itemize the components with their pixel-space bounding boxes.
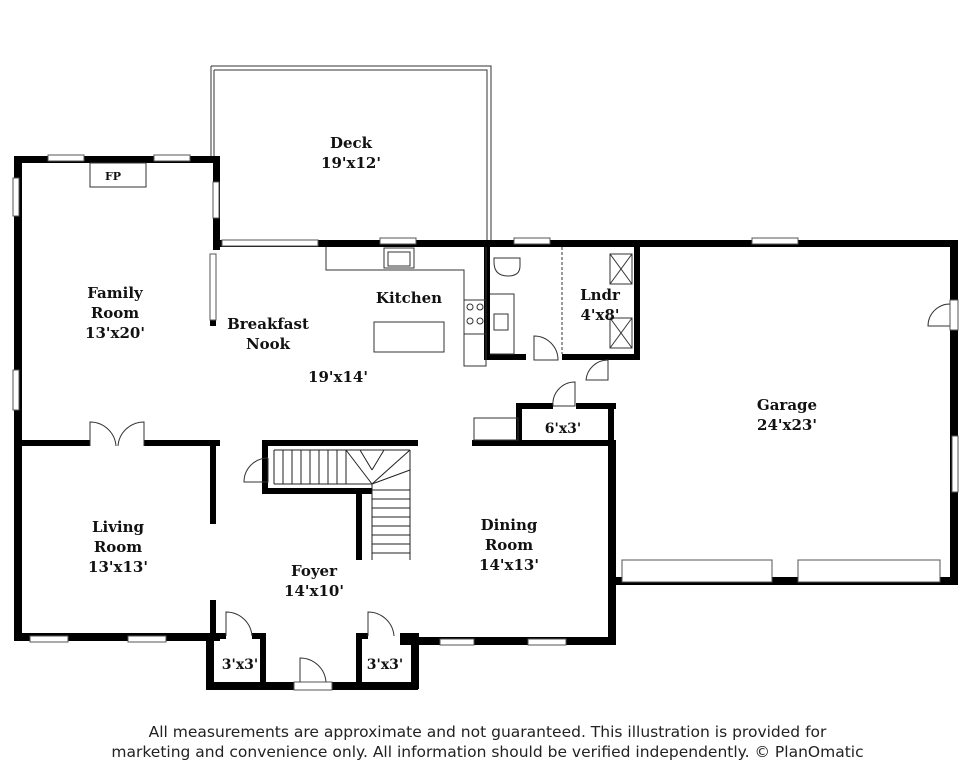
kitchen-name: Kitchen	[376, 289, 442, 307]
dining-room-size: 14'x13'	[479, 556, 539, 574]
family-room-name-1: Family	[87, 284, 144, 302]
left-closet-size: 3'x3'	[222, 657, 258, 673]
living-room-name-2: Room	[94, 538, 142, 556]
laundry-name: Lndr	[580, 286, 621, 304]
stair-tread	[359, 449, 373, 471]
interior-walls	[14, 240, 640, 689]
disclaimer: All measurements are approximate and not…	[0, 722, 975, 762]
laundry-machines	[609, 253, 633, 349]
disclaimer-line-2: marketing and convenience only. All info…	[111, 743, 864, 761]
breakfast-nook-name-2: Nook	[246, 335, 291, 353]
kitchen-counters	[325, 247, 487, 367]
right-closet-size: 3'x3'	[367, 657, 403, 673]
room-labels: Deck 19'x12' FP Family Room 13'x20' Kitc…	[85, 134, 817, 673]
dining-room-name-1: Dining	[481, 516, 538, 534]
garage-size: 24'x23'	[757, 416, 817, 434]
garage-doors	[621, 559, 941, 583]
center-closet-size: 6'x3'	[545, 421, 581, 437]
family-room-size: 13'x20'	[85, 324, 145, 342]
foyer-name: Foyer	[291, 562, 338, 580]
laundry-size: 4'x8'	[580, 306, 619, 324]
stair-tread	[345, 449, 373, 485]
deck-outline	[210, 65, 492, 240]
staircase	[273, 449, 411, 560]
stair-tread	[371, 449, 385, 471]
breakfast-nook-size: 19'x14'	[308, 368, 368, 386]
living-room-name-1: Living	[92, 518, 145, 536]
windows	[12, 154, 959, 646]
dining-room-name-2: Room	[485, 536, 533, 554]
foyer-size: 14'x10'	[284, 582, 344, 600]
fireplace-label: FP	[105, 170, 121, 183]
disclaimer-line-1: All measurements are approximate and not…	[148, 723, 827, 741]
bath-fixtures	[490, 247, 563, 355]
garage-name: Garage	[757, 396, 817, 414]
deck-size: 19'x12'	[321, 154, 381, 172]
fireplace-box	[89, 162, 147, 188]
family-room-name-2: Room	[91, 304, 139, 322]
stair-tread	[371, 469, 411, 485]
deck-name: Deck	[330, 134, 373, 152]
floor-plan: Deck 19'x12' FP Family Room 13'x20' Kitc…	[12, 65, 959, 691]
doors	[89, 299, 959, 691]
stair-tread	[371, 449, 411, 485]
breakfast-nook-name-1: Breakfast	[227, 315, 309, 333]
living-room-size: 13'x13'	[88, 558, 148, 576]
